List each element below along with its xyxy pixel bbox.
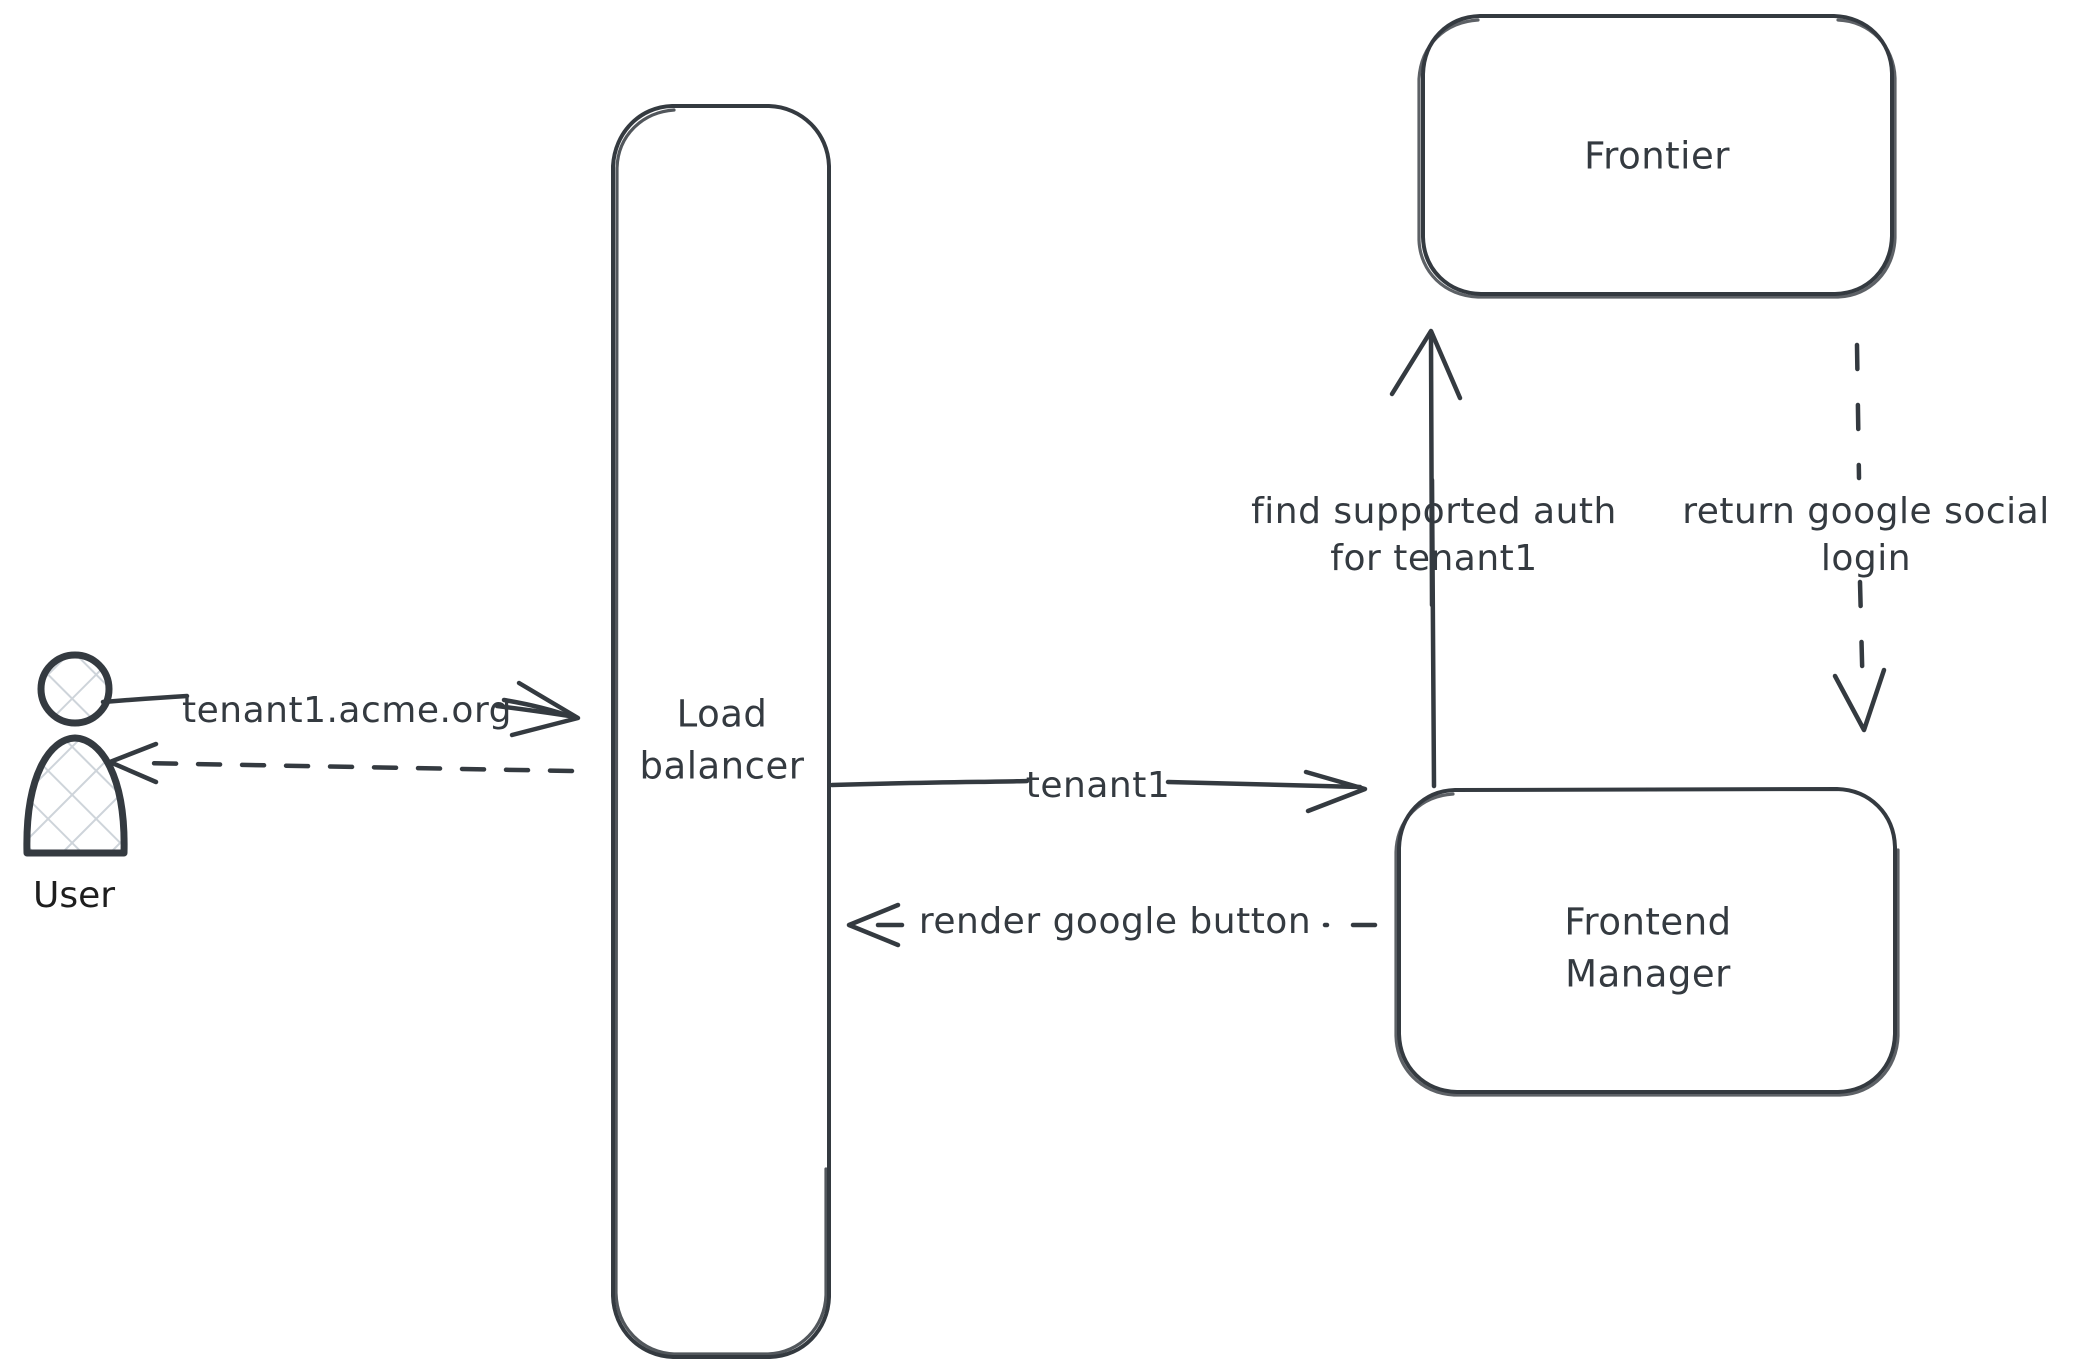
edge-user-to-lb-label: tenant1.acme.org: [182, 690, 512, 731]
edge-frontier-to-fm-arrowhead: [1832, 667, 1887, 733]
edge-frontier-to-fm-line-lower: [1857, 579, 1866, 703]
edge-fm-to-frontier-line-upper: [1428, 333, 1435, 608]
load-balancer-shape: [611, 104, 831, 1359]
load-balancer-shape-inner: [614, 108, 828, 1356]
node-frontier[interactable]: Frontier: [1417, 14, 1897, 299]
edge-user-to-lb-line-left: [100, 693, 190, 705]
node-frontend-manager-label-line1: Frontend: [1564, 901, 1731, 944]
node-frontier-label: Frontier: [1584, 135, 1730, 178]
edge-fm-to-frontier-label-line2: for tenant1: [1330, 538, 1537, 579]
edge-frontier-to-fm-label-line1: return google social: [1682, 491, 2050, 532]
edge-fm-to-lb[interactable]: render google button: [846, 901, 1378, 948]
person-head-fill: [42, 656, 108, 722]
node-load-balancer[interactable]: Load balancer: [611, 104, 831, 1359]
edge-lb-to-fm[interactable]: tenant1: [829, 765, 1368, 814]
edge-fm-to-frontier[interactable]: find supported auth for tenant1: [1251, 328, 1617, 789]
edge-user-to-lb-line-right2: [501, 697, 575, 720]
node-load-balancer-label-line1: Load: [677, 693, 768, 736]
edge-user-to-lb-arrowhead: [509, 680, 581, 738]
person-body-fill: [26, 740, 124, 852]
frontier-shape-inner: [1417, 18, 1897, 299]
edge-user-to-lb[interactable]: tenant1.acme.org: [100, 680, 581, 738]
edge-lb-to-fm-label: tenant1: [1026, 765, 1170, 806]
edge-lb-to-fm-line-right: [1165, 779, 1363, 790]
edge-fm-to-lb-label: render google button: [919, 901, 1311, 942]
node-load-balancer-label-line2: balancer: [640, 745, 805, 788]
edge-lb-to-user-line: [137, 760, 575, 774]
edge-lb-to-fm-line-left: [829, 778, 1030, 788]
edge-fm-to-frontier-label-line1: find supported auth: [1251, 491, 1617, 532]
edge-fm-to-frontier-arrowhead: [1389, 328, 1463, 401]
frontend-manager-shape-inner: [1394, 792, 1900, 1097]
edge-frontier-to-fm[interactable]: return google social login: [1682, 342, 2050, 733]
person-head-icon: [37, 651, 113, 727]
edge-lb-to-user-arrowhead: [107, 741, 159, 785]
edge-lb-to-fm-arrowhead: [1303, 769, 1368, 814]
person-body-icon: [23, 734, 128, 857]
node-frontend-manager[interactable]: Frontend Manager: [1394, 787, 1900, 1097]
edge-frontier-to-fm-line-upper: [1854, 342, 1862, 481]
node-user-label: User: [33, 875, 115, 916]
node-frontend-manager-label-line2: Manager: [1565, 953, 1731, 996]
edge-lb-to-user[interactable]: [107, 741, 575, 785]
edge-fm-to-lb-arrowhead: [846, 902, 901, 948]
node-user[interactable]: User: [23, 651, 128, 916]
edge-frontier-to-fm-label-line2: login: [1821, 538, 1911, 579]
